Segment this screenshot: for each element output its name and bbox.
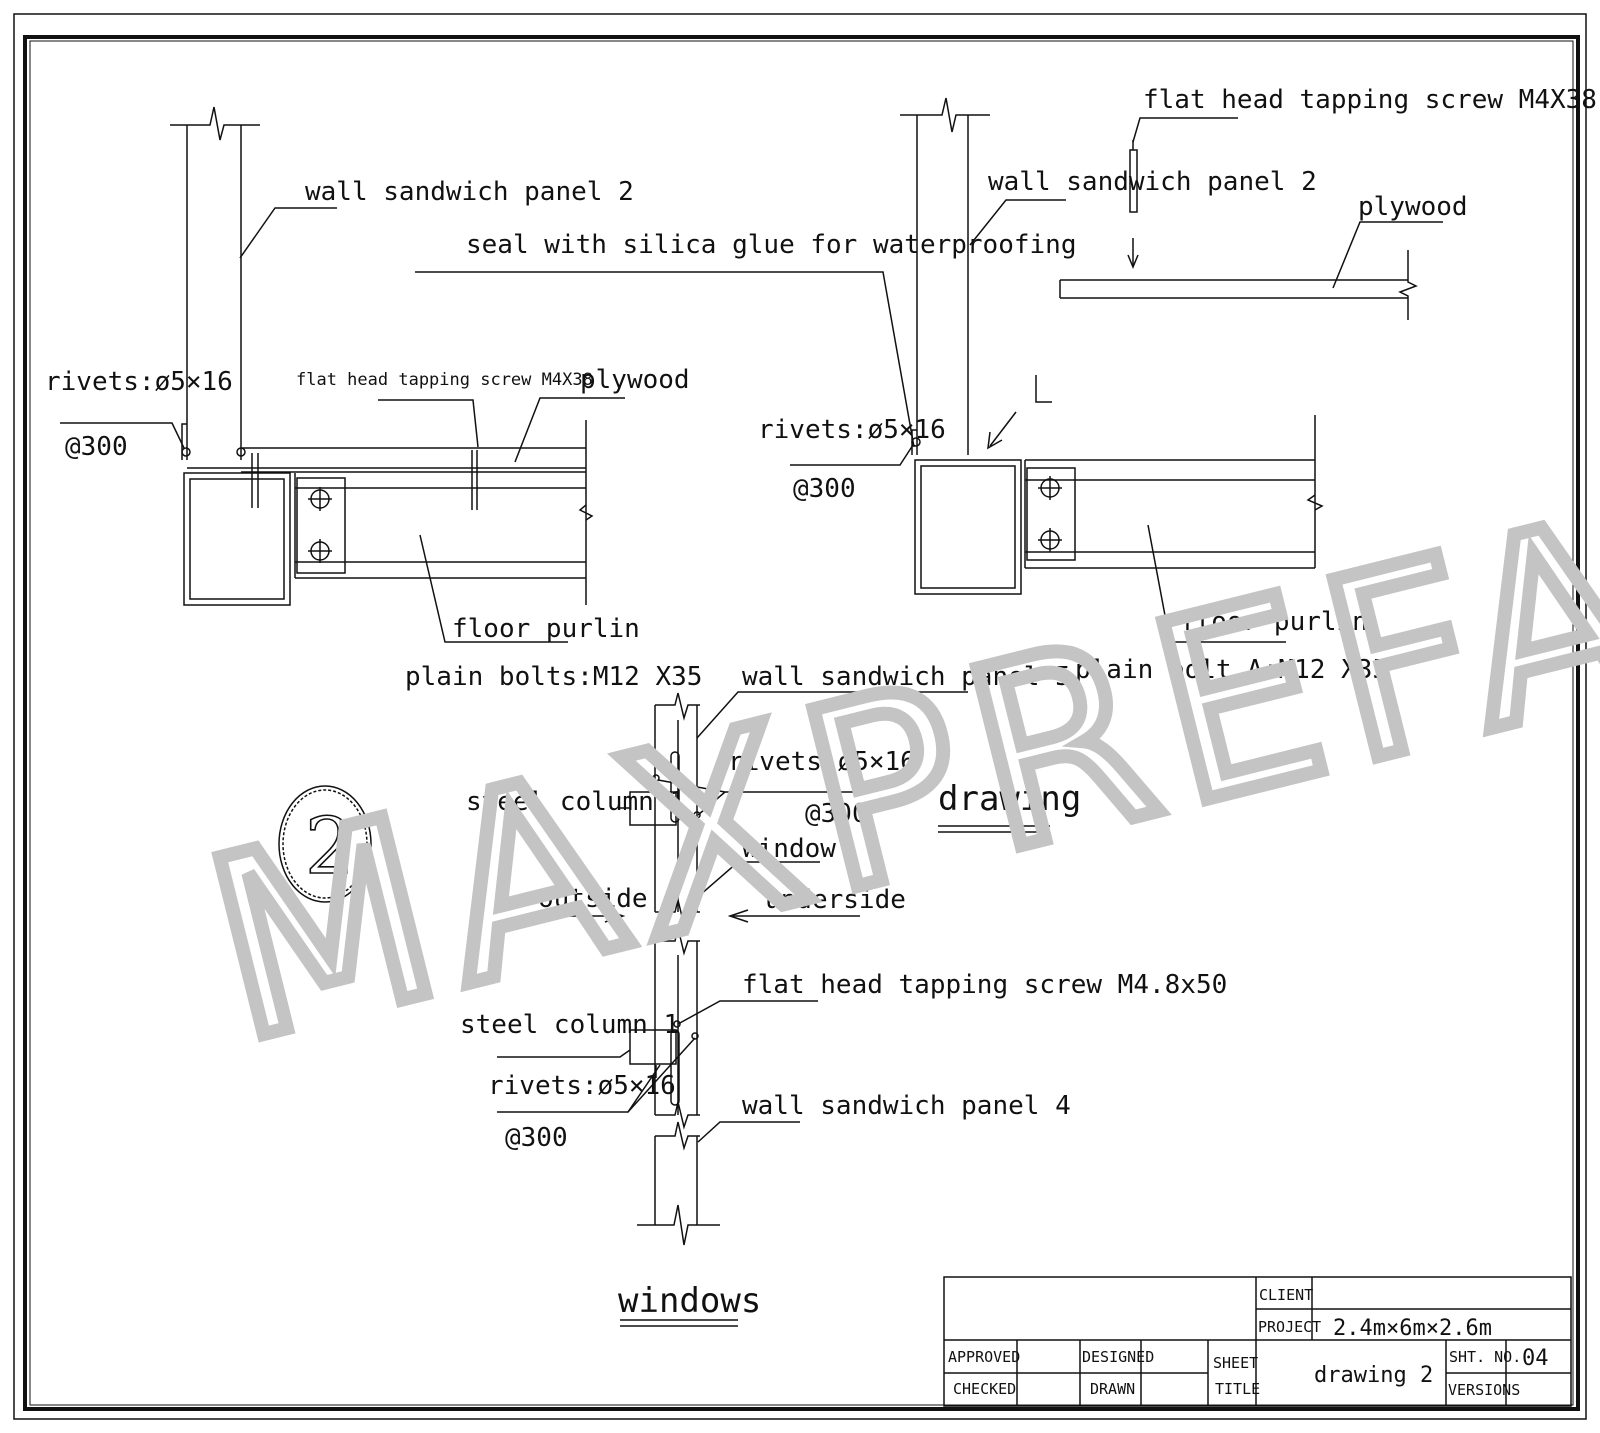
drawing-title: drawing [938, 779, 1081, 819]
sht-no-value: 04 [1522, 1346, 1549, 1371]
plywood-label: plywood [1358, 192, 1468, 222]
outer-border [13, 13, 1587, 1420]
column-label-upper: steel column 1 [466, 787, 685, 817]
inner-border [23, 35, 1580, 1411]
title-block [943, 1276, 1572, 1407]
screw-label: flat head tapping screw M4.8x50 [742, 970, 1227, 1000]
title-label: TITLE [1215, 1380, 1260, 1398]
rivets-spacing-upper: @300 [805, 799, 868, 829]
bolts-label: plain bolt A:M12 X35 [1075, 655, 1388, 685]
bolts-label: plain bolts:M12 X35 [405, 662, 702, 692]
column-label-lower: steel column 1 [460, 1010, 679, 1040]
checked-label: CHECKED [953, 1380, 1016, 1398]
window-label: window [742, 834, 836, 864]
purlin-label: floor purlin [1180, 607, 1368, 637]
rivets-spacing: @300 [793, 474, 856, 504]
detail-number: 2 [305, 802, 355, 892]
purlin-label: floor purlin [452, 614, 640, 644]
panel-label: wall sandwich panel 2 [305, 177, 634, 207]
client-label: CLIENT [1259, 1286, 1313, 1304]
screw-label: flat head tapping screw M4X38 [296, 370, 593, 390]
rivets-spacing-lower: @300 [505, 1123, 568, 1153]
windows-title: windows [618, 1281, 761, 1321]
rivets-spacing: @300 [65, 432, 128, 462]
underside-label: underside [765, 885, 906, 915]
detail-top-right-labels: flat head tapping screw M4X38 wall sandw… [758, 85, 1597, 819]
detail-top-left-labels: wall sandwich panel 2 seal with silica g… [45, 177, 1076, 692]
project-value: 2.4m×6m×2.6m [1333, 1316, 1492, 1341]
detail-top-left [60, 106, 915, 643]
detail-windows [278, 691, 968, 1246]
rivets-label-lower: rivets:ø5×16 [488, 1071, 676, 1101]
rivets-label-upper: rivets:ø5×16 [728, 747, 916, 777]
rivets-label: rivets:ø5×16 [45, 367, 233, 397]
drawn-label: DRAWN [1090, 1380, 1135, 1398]
designed-label: DESIGNED [1082, 1348, 1154, 1366]
sheet-label: SHEET [1213, 1354, 1258, 1372]
windows-title-underline [620, 1319, 738, 1327]
rivets-label: rivets:ø5×16 [758, 415, 946, 445]
detail-number-circle [278, 785, 372, 903]
title-block-text: CLIENT PROJECT 2.4m×6m×2.6m APPROVED CHE… [948, 1286, 1549, 1399]
seal-label: seal with silica glue for waterproofing [466, 230, 1076, 260]
panel4-label: wall sandwich panel 4 [742, 1091, 1071, 1121]
detail-top-right [790, 97, 1443, 643]
approved-label: APPROVED [948, 1348, 1020, 1366]
project-label: PROJECT [1258, 1318, 1321, 1336]
sht-no-label: SHT. NO. [1449, 1348, 1521, 1366]
drawing-title-underline [938, 825, 1050, 833]
screw-label: flat head tapping screw M4X38 [1143, 85, 1597, 115]
detail-windows-labels: 2 wall sandwich panel 5 rivets:ø5×16 @30… [304, 662, 1227, 1321]
outside-label: outside [538, 884, 648, 914]
plywood-label: plywood [580, 365, 690, 395]
panel-label: wall sandwich panel 2 [988, 167, 1317, 197]
sheet-title-value: drawing 2 [1314, 1363, 1433, 1388]
panel5-label: wall sandwich panel 5 [742, 662, 1071, 692]
versions-label: VERSIONS [1448, 1381, 1520, 1399]
